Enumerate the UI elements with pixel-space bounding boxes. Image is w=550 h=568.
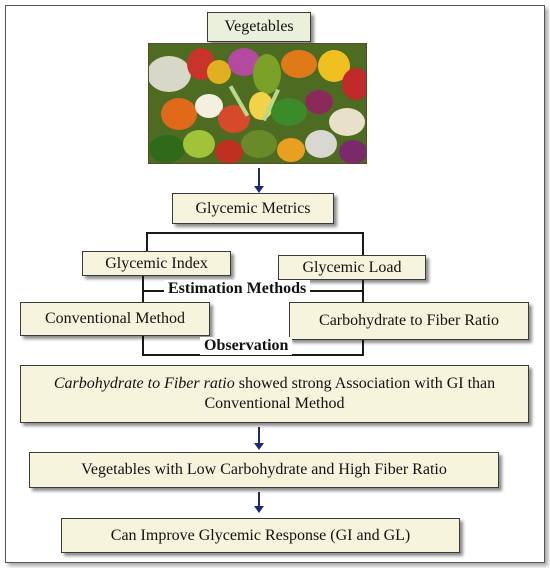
glycemic-index-label: Glycemic Index: [105, 254, 208, 272]
glycemic-load-label: Glycemic Load: [302, 258, 402, 276]
arrow-2: [258, 427, 260, 443]
vegetables-photo: [148, 43, 367, 164]
vegetables-label: Vegetables: [224, 18, 294, 35]
arrow-1-head: [254, 186, 264, 193]
glycemic-index-box: Glycemic Index: [82, 251, 231, 276]
carb-fiber-ratio-label: Carbohydrate to Fiber Ratio: [319, 312, 499, 329]
arrow-1: [258, 168, 260, 186]
observation-rest-text: showed strong Association with GI than C…: [204, 375, 496, 412]
low-carb-label: Vegetables with Low Carbohydrate and Hig…: [81, 461, 447, 478]
carb-fiber-ratio-box: Carbohydrate to Fiber Ratio: [289, 302, 529, 340]
conventional-method-box: Conventional Method: [20, 302, 210, 336]
metrics-bracket-top: [146, 232, 364, 234]
arrow-3: [258, 492, 260, 506]
vegetables-box: Vegetables: [207, 12, 311, 42]
vegetables-illustration: [149, 44, 366, 163]
result-label: Can Improve Glycemic Response (GI and GL…: [110, 526, 411, 544]
conventional-method-label: Conventional Method: [45, 310, 185, 327]
estimation-methods-label: Estimation Methods: [164, 280, 311, 298]
metrics-bracket-left: [146, 232, 148, 251]
glycemic-metrics-box: Glycemic Metrics: [172, 193, 334, 224]
observation-italic-text: Carbohydrate to Fiber ratio: [53, 375, 235, 392]
arrow-3-head: [254, 506, 264, 513]
observation-text: Carbohydrate to Fiber ratio showed stron…: [31, 374, 518, 414]
observation-label: Observation: [200, 337, 293, 355]
metrics-bracket-right: [362, 232, 364, 256]
observation-box: Carbohydrate to Fiber ratio showed stron…: [20, 365, 529, 423]
glycemic-load-box: Glycemic Load: [278, 255, 426, 280]
glycemic-metrics-label: Glycemic Metrics: [195, 199, 311, 217]
low-carb-box: Vegetables with Low Carbohydrate and Hig…: [29, 452, 499, 488]
arrow-2-head: [254, 443, 264, 450]
estimation-bracket-bottom: [142, 354, 364, 356]
result-box: Can Improve Glycemic Response (GI and GL…: [61, 518, 460, 553]
